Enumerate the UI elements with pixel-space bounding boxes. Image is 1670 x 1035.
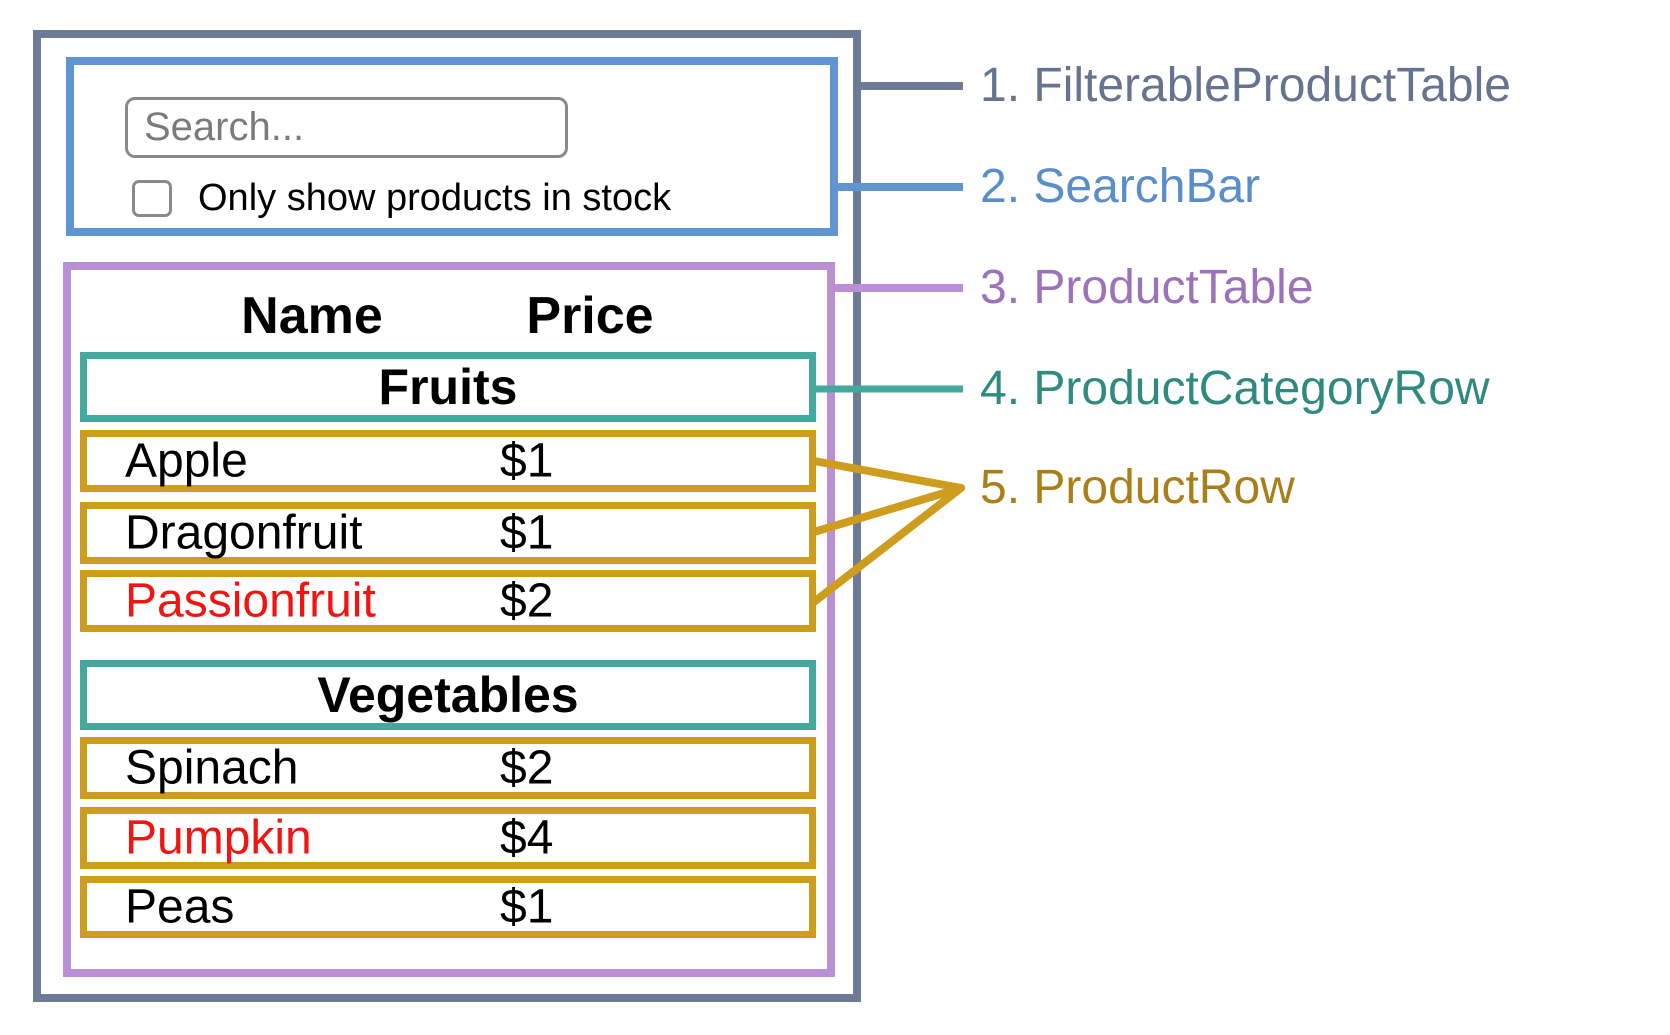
product-name: Peas: [125, 880, 235, 934]
product-name: Pumpkin: [125, 811, 312, 865]
legend-product-category-row: 4. ProductCategoryRow: [980, 362, 1490, 415]
stock-checkbox-label: Only show products in stock: [198, 177, 672, 219]
product-price: $2: [500, 741, 554, 795]
product-row: Spinach $2: [80, 737, 816, 799]
product-price: $4: [500, 811, 554, 865]
product-name: Passionfruit: [125, 574, 376, 628]
product-price: $1: [500, 434, 554, 488]
column-header-price: Price: [526, 287, 654, 345]
filterable-product-table-box: Only show products in stock Name Price F…: [33, 30, 861, 1002]
product-name: Apple: [125, 434, 248, 488]
product-name: Dragonfruit: [125, 506, 363, 560]
search-input[interactable]: [125, 97, 568, 158]
legend-search-bar: 2. SearchBar: [980, 160, 1261, 213]
legend-product-table: 3. ProductTable: [980, 261, 1314, 314]
product-price: $1: [500, 880, 554, 934]
product-row: Peas $1: [80, 876, 816, 938]
product-row: Passionfruit $2: [80, 570, 816, 632]
category-label: Vegetables: [317, 667, 579, 723]
product-row: Dragonfruit $1: [80, 502, 816, 564]
product-category-row: Vegetables: [80, 660, 816, 730]
column-header-name: Name: [241, 287, 383, 345]
legend-product-row: 5. ProductRow: [980, 461, 1295, 514]
product-category-row: Fruits: [80, 352, 816, 422]
product-row: Pumpkin $4: [80, 807, 816, 869]
search-bar-box: Only show products in stock: [66, 57, 838, 236]
product-price: $2: [500, 574, 554, 628]
product-row: Apple $1: [80, 430, 816, 492]
legend-filterable-product-table: 1. FilterableProductTable: [980, 59, 1511, 112]
product-name: Spinach: [125, 741, 299, 795]
category-label: Fruits: [378, 359, 518, 415]
stock-filter-row: Only show products in stock: [132, 177, 671, 220]
stock-checkbox[interactable]: [132, 180, 172, 217]
product-price: $1: [500, 506, 554, 560]
